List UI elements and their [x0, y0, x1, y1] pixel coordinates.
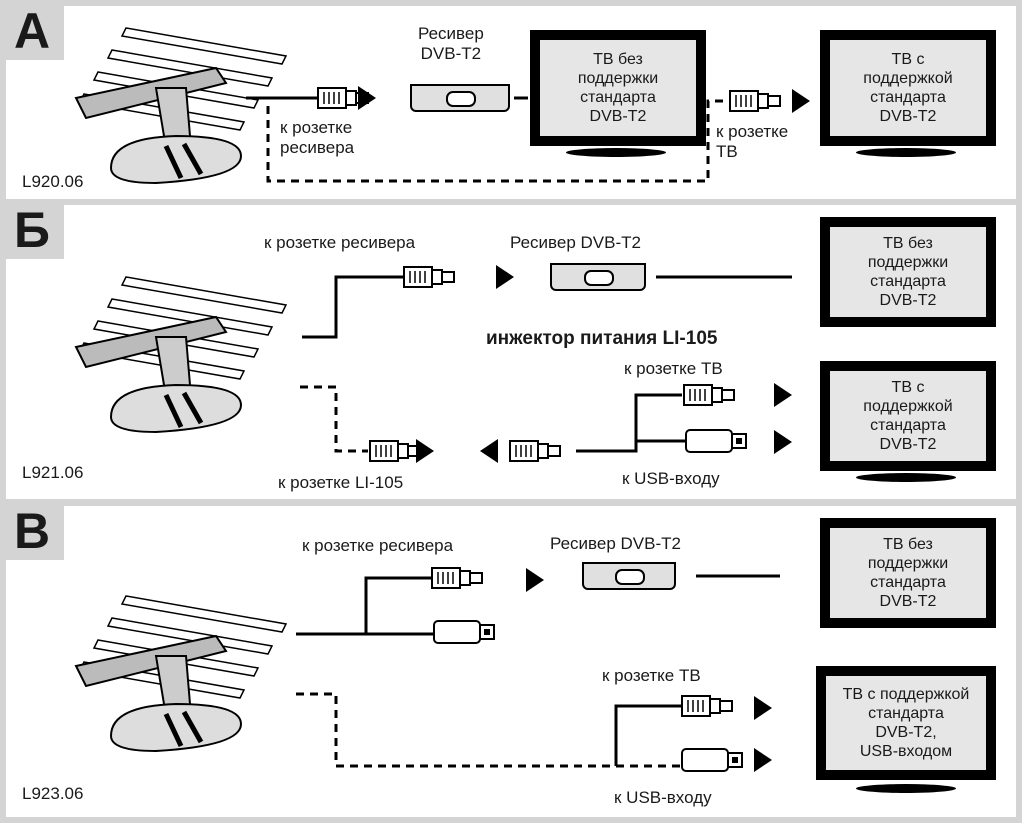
- to-tv-label: к розетке ТВ: [624, 359, 723, 378]
- coax-plug-icon: [369, 440, 421, 462]
- to-tv-label: к розетке ТВ: [716, 122, 789, 161]
- tv-stand: [856, 473, 956, 482]
- arrow-right-icon: [526, 568, 544, 592]
- coax-plug-icon: [683, 384, 735, 406]
- tv2-label: ТВ с поддержкой стандарта DVB-T2: [863, 51, 953, 125]
- panel-b-graphics: [74, 265, 792, 463]
- coax-plug-icon: [681, 695, 733, 717]
- tv-icon: ТВ с поддержкой стандарта DVB-T2: [820, 361, 996, 471]
- arrow-right-icon: [496, 265, 514, 289]
- tv2-label: ТВ с поддержкой стандарта DVB-T2: [863, 379, 953, 453]
- dashed-cable: [300, 385, 368, 453]
- cable-line: [364, 576, 432, 634]
- to-usb-label: к USB-входу: [622, 469, 720, 488]
- dashed-cable: [296, 692, 682, 768]
- tv-icon: ТВ без поддержки стандарта DVB-T2: [820, 518, 996, 628]
- antenna-icon: [74, 595, 288, 753]
- receiver-icon: [582, 562, 676, 590]
- to-li105-label: к розетке LI-105: [278, 473, 404, 492]
- receiver-icon: [550, 263, 646, 291]
- panel-b: Б к розетке ресивера Ресивер DVB-T2 инже…: [6, 205, 1016, 499]
- usb-plug-icon: [681, 748, 743, 772]
- to-receiver-label: к розетке ресивера: [280, 118, 355, 157]
- antenna-icon: [74, 27, 288, 185]
- panel-c: В к розетке ресивера Ресивер DVB-T2 к ро…: [6, 506, 1016, 817]
- antenna-icon: [74, 276, 288, 434]
- receiver-label: Ресивер DVB-T2: [510, 233, 641, 252]
- usb-plug-icon: [685, 429, 747, 453]
- coax-plug-icon: [431, 567, 483, 589]
- receiver-label: Ресивер DVB-T2: [550, 534, 681, 553]
- arrow-right-icon: [754, 696, 772, 720]
- to-usb-label: к USB-входу: [614, 788, 712, 807]
- panel-letter: В: [6, 506, 65, 560]
- tv2-label: ТВ с поддержкой стандарта DVB-T2, USB-вх…: [842, 686, 970, 760]
- tv1-label: ТВ без поддержки стандарта DVB-T2: [867, 235, 949, 309]
- arrow-right-icon: [792, 89, 810, 113]
- cable-line: [302, 275, 404, 339]
- arrow-right-icon: [774, 383, 792, 407]
- panel-c-graphics: [74, 567, 780, 772]
- to-tv-label: к розетке ТВ: [602, 666, 701, 685]
- coax-plug-icon: [403, 266, 455, 288]
- arrow-right-icon: [416, 439, 434, 463]
- arrow-right-icon: [754, 748, 772, 772]
- tv-icon: ТВ без поддержки стандарта DVB-T2: [820, 217, 996, 327]
- cable-line: [576, 393, 682, 453]
- tv1-label: ТВ без поддержки стандарта DVB-T2: [577, 51, 659, 125]
- model-code: L920.06: [22, 172, 84, 191]
- model-code: L923.06: [22, 784, 84, 803]
- model-code: L921.06: [22, 463, 84, 482]
- tv-stand: [856, 784, 956, 793]
- tv-icon: ТВ без поддержки стандарта DVB-T2: [530, 30, 706, 146]
- tv-icon: ТВ с поддержкой стандарта DVB-T2, USB-вх…: [816, 666, 996, 780]
- panel-a-graphics: [74, 27, 810, 185]
- arrow-left-icon: [480, 439, 498, 463]
- panel-a: А Ресивер DVB-T2 к розетке ресивера к ро…: [6, 6, 1016, 199]
- cable-line: [614, 704, 682, 766]
- to-receiver-label: к розетке ресивера: [264, 233, 416, 252]
- tv-stand: [566, 148, 666, 157]
- panel-letter: Б: [6, 205, 64, 259]
- coax-plug-icon: [729, 90, 781, 112]
- panel-letter: А: [6, 6, 65, 60]
- coax-plug-icon: [509, 440, 561, 462]
- to-receiver-label: к розетке ресивера: [302, 536, 454, 555]
- receiver-icon: [410, 84, 510, 112]
- receiver-label: Ресивер DVB-T2: [418, 24, 484, 63]
- usb-plug-icon: [433, 620, 495, 644]
- dashed-cable: [266, 99, 724, 183]
- tv1-label: ТВ без поддержки стандарта DVB-T2: [867, 536, 949, 610]
- tv-stand: [856, 148, 956, 157]
- arrow-right-icon: [774, 430, 792, 454]
- arrow-right-icon: [358, 86, 376, 110]
- injector-label: инжектор питания LI-105: [486, 328, 718, 349]
- tv-icon: ТВ с поддержкой стандарта DVB-T2: [820, 30, 996, 146]
